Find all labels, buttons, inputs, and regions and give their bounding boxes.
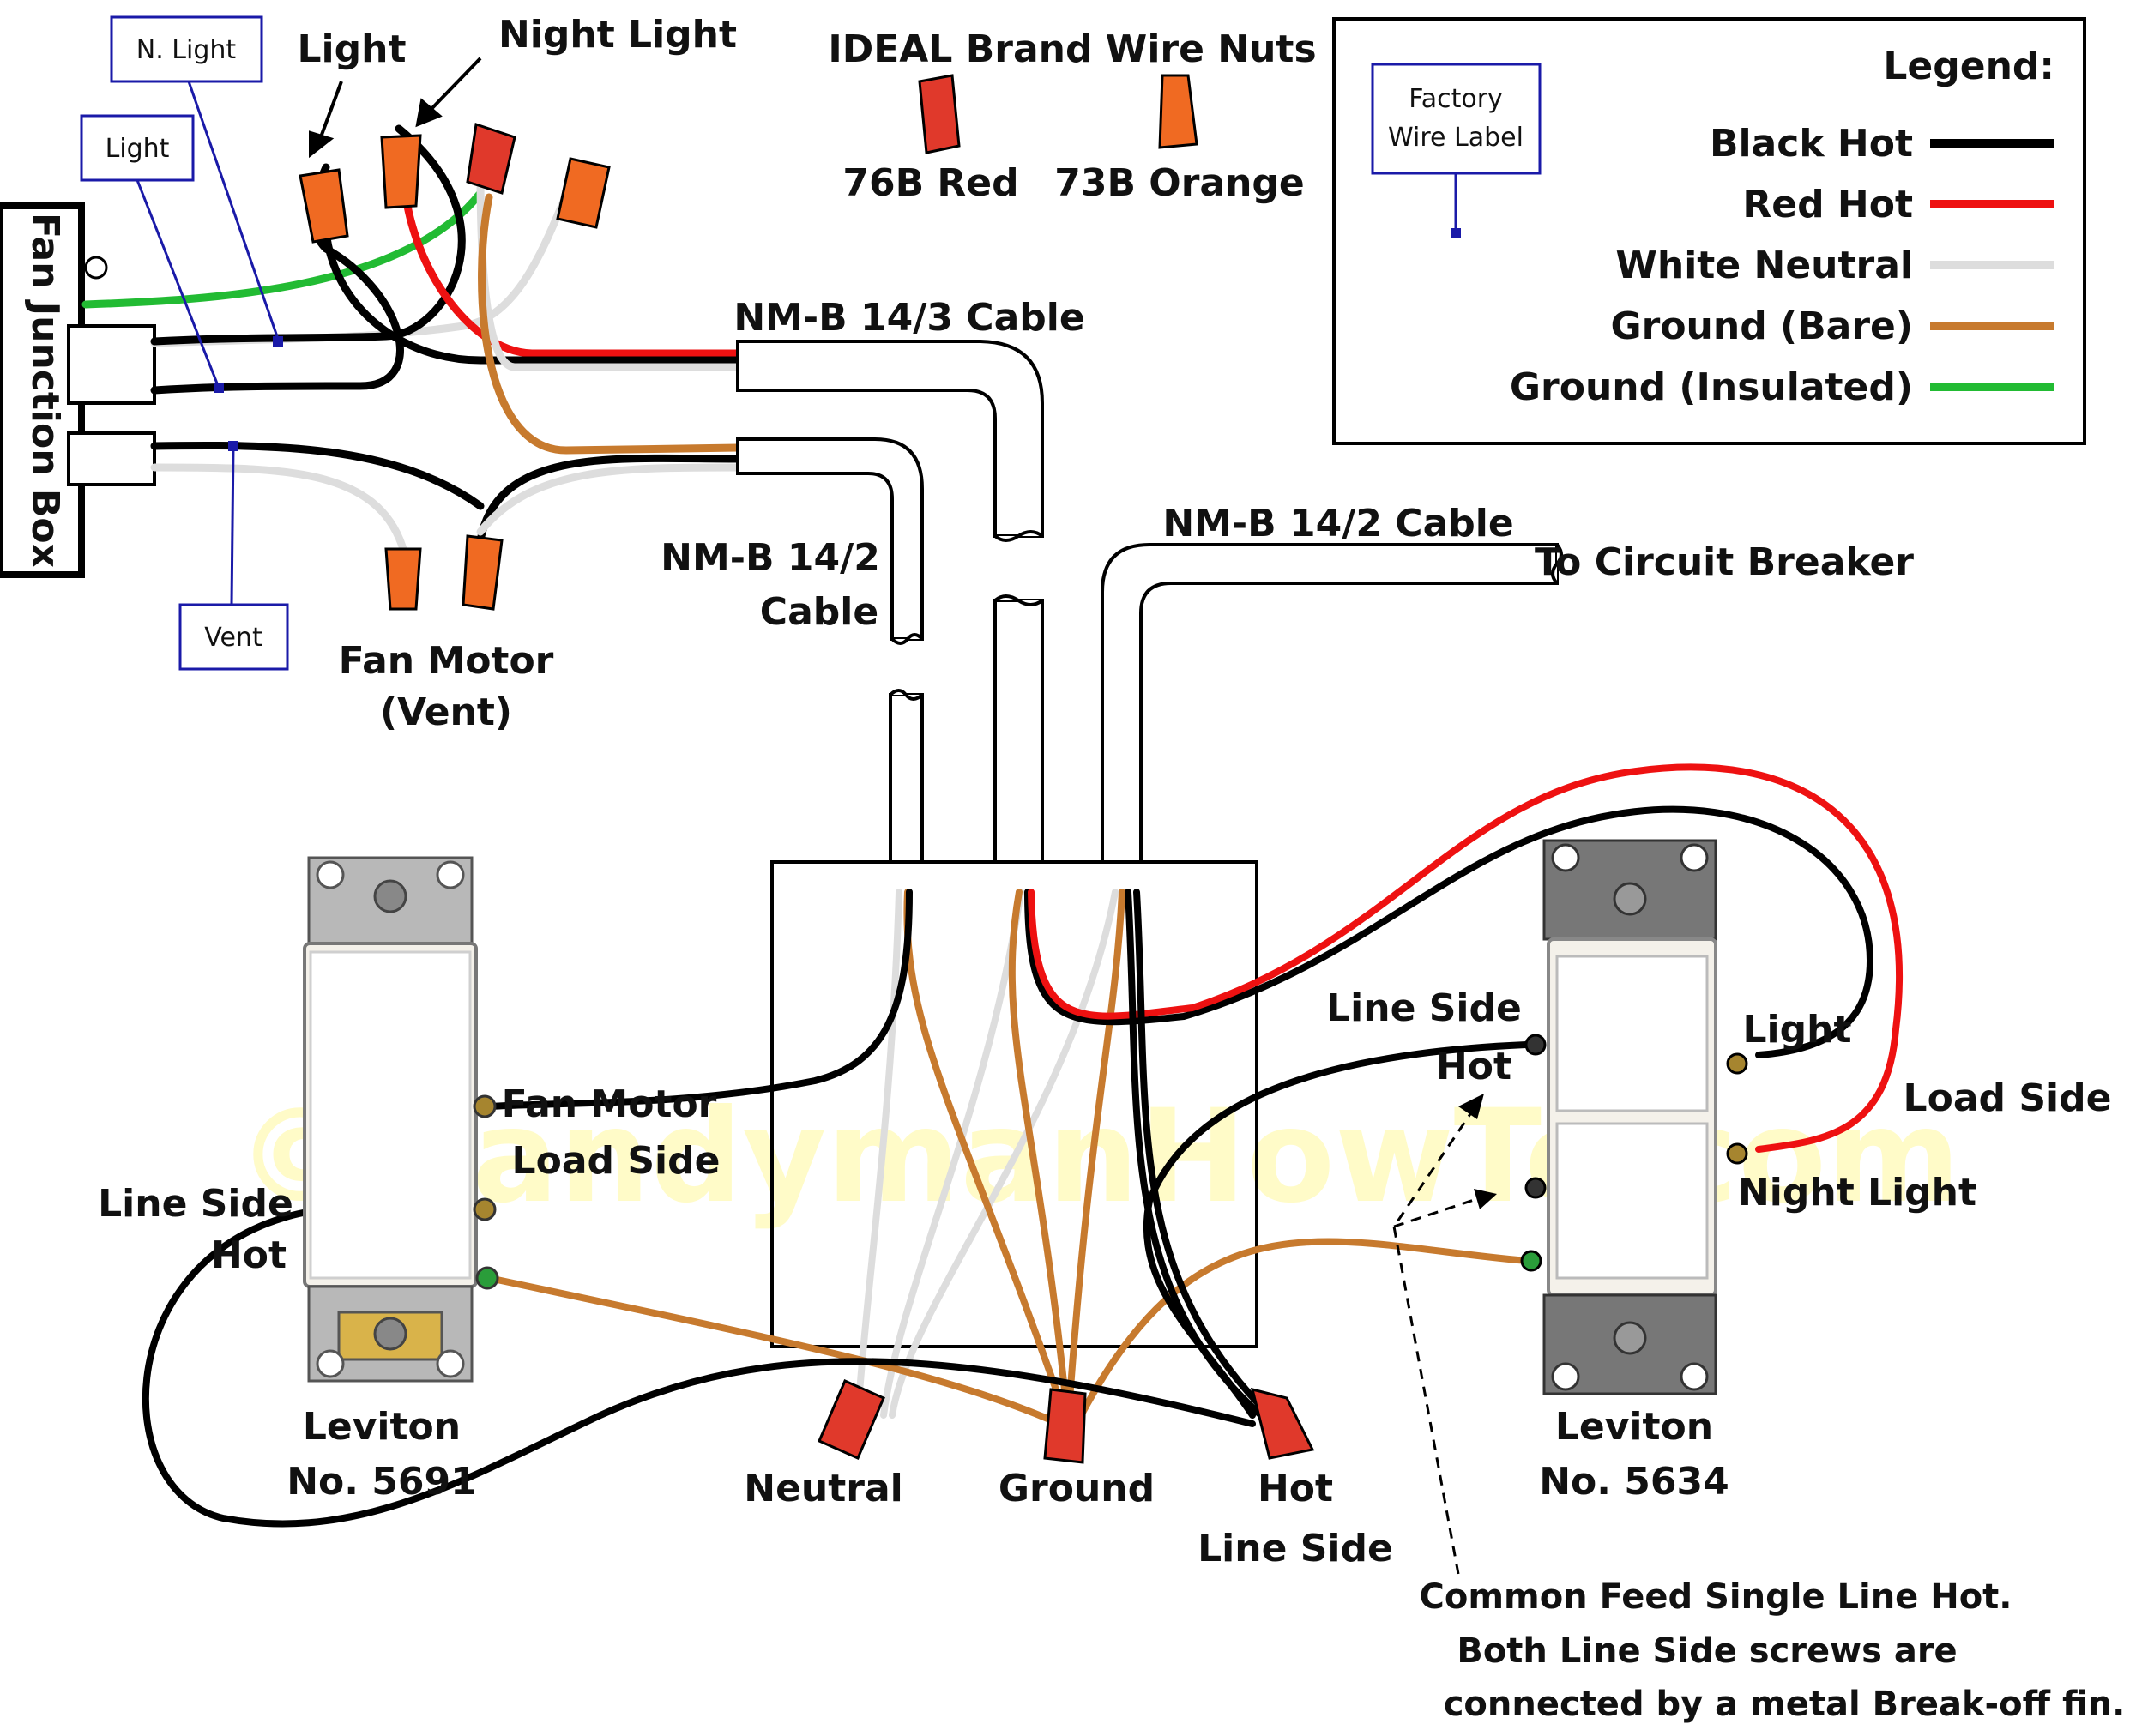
label-hot-line-side-1: Hot [1258,1467,1333,1510]
tag-vent-box [178,603,289,671]
label-cable-14-2-right: NM-B 14/2 Cable [1162,502,1513,546]
leviton-5691-switch [303,856,499,1383]
line-screw-top-icon [1524,1034,1547,1056]
wire-nut-ground-bundle [1043,1388,1087,1464]
line-screw-bottom-icon [1524,1177,1547,1199]
switch-box-wire-nuts [818,1379,1315,1464]
line-screw-icon [473,1197,497,1221]
pointer-arrows [309,57,482,159]
leviton-5634-switch [1520,839,1748,1395]
label-to-breaker: To Circuit Breaker [1535,540,1914,584]
legend: Legend: Factory Wire Label Black Hot Red… [1332,17,2086,445]
wire-nut-red-icon [918,74,961,154]
wire-nut-neutral [556,157,611,229]
note-line-2: Both Line Side screws are [1457,1631,1957,1671]
note-line-3: connected by a metal Break-off fin. [1444,1685,2126,1724]
label-leviton-right-1: Leviton [1555,1405,1713,1449]
cables [736,340,1559,864]
wire-nut-samples [918,74,1198,154]
load-screw-night-icon [1726,1142,1748,1165]
label-leviton-right-2: No. 5634 [1539,1460,1729,1504]
label-ground: Ground [999,1467,1155,1510]
wire-nut-orange-icon [1158,74,1198,149]
ground-screw-icon [475,1266,499,1290]
fan-junction-box: Fan Junction Box [0,202,156,578]
label-line-side-hot-left-1: Line Side [98,1182,293,1226]
tag-vent: Vent [204,623,262,653]
wire-nut-orange-label: 73B Orange [1054,161,1305,205]
tag-n-light: N. Light [136,35,237,65]
label-right-night-light: Night Light [1738,1171,1976,1215]
label-cable-14-3: NM-B 14/3 Cable [733,296,1084,340]
label-cable-14-2-left-2: Cable [760,590,878,634]
label-line-side-hot-right-2: Hot [1436,1045,1511,1088]
wire-nuts-heading: IDEAL Brand Wire Nuts [828,27,1316,71]
factory-label-2: Wire Label [1388,123,1524,153]
cable-14-3-top [736,340,1044,538]
wire-nut-ground [466,123,516,195]
label-hot-line-side-2: Line Side [1198,1527,1393,1570]
load-screw-light-icon [1726,1052,1748,1075]
legend-item-ground-insulated: Ground (Insulated) [1510,365,1913,409]
label-line-side-hot-left-2: Hot [211,1233,287,1277]
ground-screw-right-icon [1520,1250,1542,1272]
fan-box-wire-nuts [299,123,611,611]
cable-14-2-left-top [736,437,924,641]
mounting-screw-icon [373,879,407,913]
label-line-side-hot-right-1: Line Side [1326,986,1522,1030]
light-connector [67,324,156,405]
label-cable-14-2-left-1: NM-B 14/2 [661,536,880,580]
wire-nut-vent-hot [462,534,504,611]
label-leviton-left-1: Leviton [303,1405,461,1449]
cable-14-3-bottom [993,599,1044,864]
label-fan-motor-vent-2: (Vent) [380,690,512,734]
label-leviton-left-2: No. 5691 [287,1460,477,1504]
switch-box-wires [142,763,1903,1528]
switch-paddle-night-light [1555,1122,1709,1280]
vent-connector [67,431,156,486]
wire-nut-hot-bundle [1250,1387,1315,1460]
label-neutral: Neutral [744,1467,903,1510]
factory-wire-tags [80,15,289,671]
legend-item-ground-bare: Ground (Bare) [1611,304,1914,348]
factory-wire-label-box [1371,63,1542,175]
factory-label-1: Factory [1409,84,1503,114]
wire-nut-light [299,168,349,244]
label-right-light: Light [1743,1008,1852,1052]
switch-box [770,860,1258,1348]
ground-screw-icon [84,256,108,280]
callout-arrows [1392,1106,1485,1575]
legend-item-black-hot: Black Hot [1710,122,1913,166]
cable-14-2-left-bottom [889,693,924,864]
junction-box-label: Fan Junction Box [23,213,67,568]
label-night-light: Night Light [498,13,737,57]
label-fan-motor-load-2: Load Side [512,1139,721,1183]
cable-14-2-right [1101,543,1559,864]
fan-box-wires [81,124,742,553]
note-line-1: Common Feed Single Line Hot. [1420,1577,2012,1617]
legend-item-red-hot: Red Hot [1742,183,1913,226]
switch-paddle [309,950,472,1280]
label-fan-motor-vent-1: Fan Motor [339,639,554,683]
wire-nut-vent-neutral [384,547,422,611]
legend-title: Legend: [1883,45,2054,88]
wire-nut-night-light [380,134,422,209]
ground-insulated-wire [81,189,485,309]
label-load-side: Load Side [1904,1076,2112,1120]
tag-light: Light [106,134,170,164]
switch-paddle-light [1555,955,1709,1112]
tag-light-box [80,114,195,182]
legend-item-white-neutral: White Neutral [1615,244,1913,287]
wire-nut-neutral-bundle [818,1379,885,1460]
tag-n-light-box [110,15,263,83]
load-screw-icon [473,1094,497,1118]
wire-nut-red-label: 76B Red [842,161,1018,205]
label-fan-motor-load-1: Fan Motor [502,1082,717,1126]
label-light: Light [298,27,407,71]
